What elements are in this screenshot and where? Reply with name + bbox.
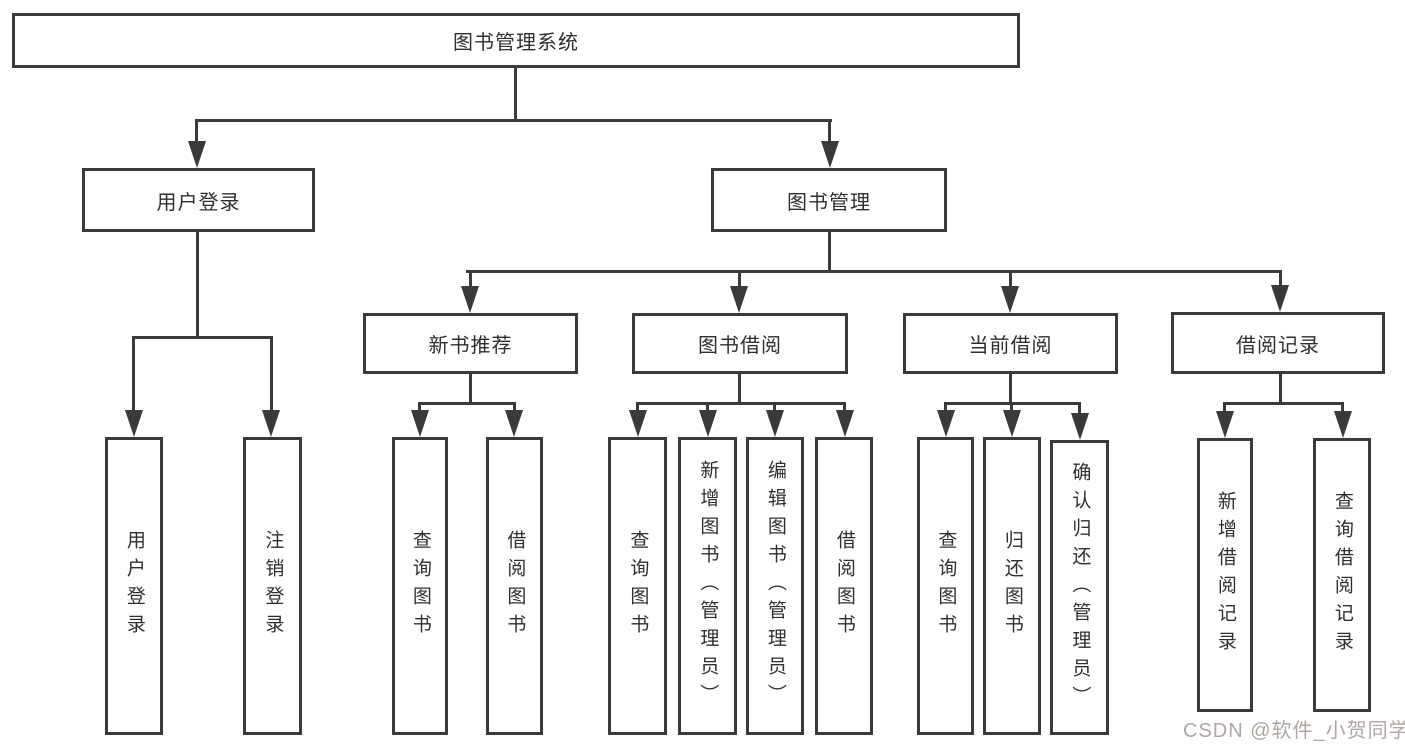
arrow-down-icon (1334, 411, 1352, 438)
connector-line (1279, 270, 1282, 294)
leaf-records-query-record: 查询借阅记录 (1313, 438, 1371, 712)
node-borrow-records: 借阅记录 (1171, 312, 1385, 374)
leaf-borrow-query-books: 查询图书 (608, 437, 667, 735)
arrow-down-icon (937, 410, 955, 437)
connector-line (196, 232, 199, 338)
leaf-label: 借阅图书 (504, 530, 526, 642)
leaf-label: 查询图书 (935, 530, 957, 642)
arrow-down-icon (1001, 286, 1019, 313)
arrow-down-icon (699, 410, 717, 437)
leaf-label: 编辑图书（管理员） (764, 460, 786, 712)
leaf-current-query-books: 查询图书 (917, 437, 974, 735)
node-current-borrow: 当前借阅 (903, 313, 1118, 374)
leaf-user-login: 用户登录 (105, 437, 163, 735)
leaf-label: 借阅图书 (833, 530, 855, 642)
leaf-label: 查询借阅记录 (1331, 491, 1353, 659)
leaf-label: 用户登录 (123, 530, 145, 642)
leaf-label: 注销登录 (262, 530, 284, 642)
leaf-label: 确认归还（管理员） (1069, 461, 1091, 714)
arrow-down-icon (262, 410, 280, 437)
connector-line (469, 270, 472, 294)
leaf-logout: 注销登录 (243, 437, 302, 735)
connector-line (1009, 374, 1012, 403)
leaf-recommend-borrow-books: 借阅图书 (486, 437, 543, 735)
leaf-current-confirm-return-admin: 确认归还（管理员） (1050, 440, 1109, 735)
arrow-down-icon (125, 410, 143, 437)
connector-line (514, 68, 517, 119)
leaf-label: 归还图书 (1001, 530, 1023, 642)
leaf-current-return-books: 归还图书 (983, 437, 1041, 735)
connector-line (1341, 402, 1344, 418)
connector-line (132, 336, 273, 339)
connector-line (1223, 402, 1344, 405)
connector-line (469, 374, 472, 403)
node-book-borrow: 图书借阅 (632, 313, 848, 374)
connector-line (1279, 374, 1282, 403)
connector-line (1223, 402, 1226, 418)
arrow-down-icon (505, 410, 523, 437)
node-user-login: 用户登录 (82, 168, 315, 232)
leaf-borrow-borrow-books: 借阅图书 (815, 437, 873, 735)
connector-line (636, 402, 846, 405)
leaf-borrow-edit-books-admin: 编辑图书（管理员） (746, 437, 804, 735)
connector-line (738, 374, 741, 403)
arrow-down-icon (629, 410, 647, 437)
leaf-label: 查询图书 (627, 530, 649, 642)
arrow-down-icon (1003, 410, 1021, 437)
connector-line (132, 336, 135, 419)
connector-line (466, 270, 1282, 273)
arrow-down-icon (766, 410, 784, 437)
arrow-down-icon (836, 410, 854, 437)
arrow-down-icon (821, 141, 839, 168)
arrow-down-icon (461, 286, 479, 313)
connector-line (418, 402, 516, 405)
connector-line (270, 336, 273, 419)
arrow-down-icon (1271, 285, 1289, 312)
arrow-down-icon (188, 141, 206, 168)
node-new-book-recommend: 新书推荐 (363, 313, 578, 374)
leaf-label: 新增借阅记录 (1214, 491, 1236, 659)
node-book-management: 图书管理 (711, 168, 947, 232)
connector-line (738, 270, 741, 294)
arrow-down-icon (1071, 413, 1089, 440)
connector-line (195, 119, 832, 122)
arrow-down-icon (1216, 411, 1234, 438)
leaf-borrow-add-books-admin: 新增图书（管理员） (678, 437, 737, 735)
csdn-watermark: CSDN @软件_小贺同学 (1183, 720, 1405, 742)
connector-line (1078, 402, 1081, 418)
connector-line (828, 119, 831, 150)
arrow-down-icon (730, 286, 748, 313)
connector-line (828, 232, 831, 272)
leaf-label: 新增图书（管理员） (697, 460, 719, 712)
connector-line (195, 119, 198, 150)
node-library-management-system: 图书管理系统 (12, 13, 1020, 68)
leaf-label: 查询图书 (409, 530, 431, 642)
arrow-down-icon (411, 410, 429, 437)
leaf-recommend-query-books: 查询图书 (392, 437, 448, 735)
connector-line (1009, 270, 1012, 294)
leaf-records-add-record: 新增借阅记录 (1197, 438, 1253, 712)
